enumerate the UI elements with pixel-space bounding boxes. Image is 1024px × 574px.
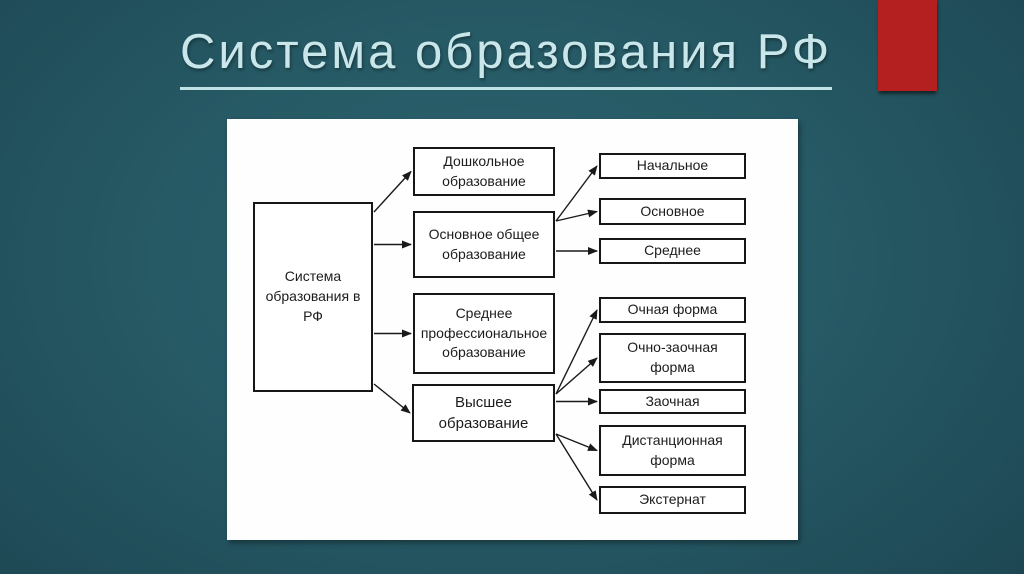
node-education-system-root-label: Система образования в РФ <box>265 268 361 324</box>
node-external-form: Экстернат <box>599 486 746 514</box>
node-secondary-label: Среднее <box>644 242 701 259</box>
node-basic-label: Основное <box>640 202 705 219</box>
node-distance-form-label: Дистанционная форма <box>622 431 723 468</box>
node-primary: Начальное <box>599 153 746 179</box>
node-external-form-label: Экстернат <box>639 491 706 508</box>
node-education-system-root: Система образования в РФ <box>253 202 373 392</box>
node-preschool-education: Дошкольное образование <box>413 147 555 196</box>
node-secondary: Среднее <box>599 238 746 264</box>
node-primary-label: Начальное <box>636 157 709 174</box>
slide-title-text: Система образования РФ <box>180 24 833 90</box>
node-extramural-form-label: Заочная <box>645 392 700 409</box>
edge-root-higher <box>373 383 411 414</box>
edge-general-primary <box>555 165 598 222</box>
node-vocational-education: Среднее профессиональное образование <box>413 293 555 374</box>
edge-root-preschool <box>373 170 412 213</box>
node-general-education: Основное общее образование <box>413 211 555 278</box>
node-preschool-education-label: Дошкольное образование <box>442 152 526 189</box>
accent-red-bar <box>878 0 937 91</box>
edge-higher-part-time <box>555 357 598 395</box>
edge-general-basic <box>555 209 598 222</box>
node-part-time-form-label: Очно-заочная форма <box>627 339 718 375</box>
node-higher-education: Высшее образование <box>412 384 555 442</box>
node-part-time-form: Очно-заочная форма <box>599 333 746 383</box>
node-general-education-label: Основное общее образование <box>428 225 540 262</box>
node-full-time-form-label: Очная форма <box>627 301 718 318</box>
diagram-panel: Система образования в РФ Дошкольное обра… <box>227 119 798 540</box>
node-full-time-form: Очная форма <box>599 297 746 323</box>
node-higher-education-label: Высшее образование <box>438 393 529 432</box>
edge-higher-distance <box>555 433 598 452</box>
edge-higher-full-time <box>555 309 598 395</box>
node-extramural-form: Заочная <box>599 389 746 414</box>
node-distance-form: Дистанционная форма <box>599 425 746 476</box>
node-basic: Основное <box>599 198 746 225</box>
edge-higher-external <box>555 433 598 501</box>
slide-title: Система образования РФ <box>180 24 833 90</box>
node-vocational-education-label: Среднее профессиональное образование <box>420 304 548 361</box>
